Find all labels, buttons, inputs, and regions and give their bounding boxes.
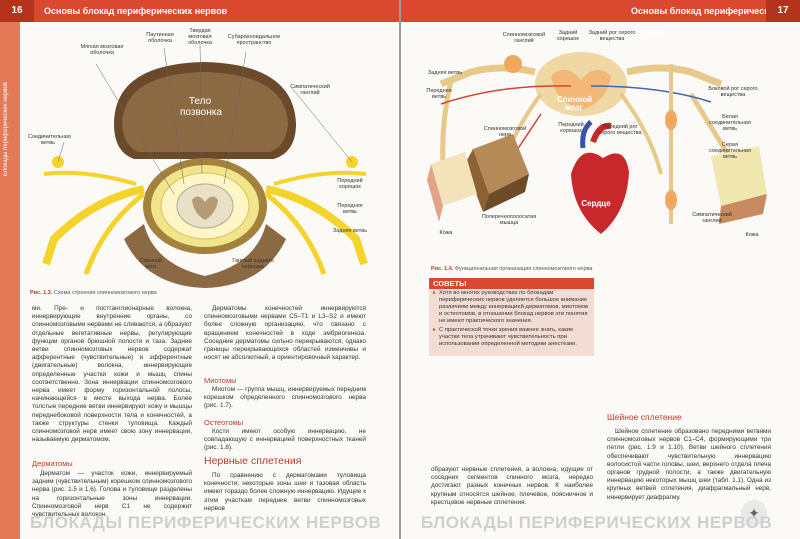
left-column-2b: Миотом — группа мышц, иннервируемых пере… (204, 386, 366, 412)
left-header-bar: 16 Основы блокад периферических нервов (0, 0, 399, 22)
page-number: 17 (766, 0, 800, 22)
caption-number: Рис. 1.3. (30, 290, 53, 296)
paragraph: Миотом — группа мышц, иннервируемых пере… (204, 386, 366, 410)
header-title: Основы блокад периферических нервов (44, 6, 228, 16)
label-subarach: Субарахноидальное пространство (227, 34, 281, 46)
left-column-1: ми. Пре- и постганглионарные волокна, ин… (32, 305, 192, 445)
label-posterior-root-ganglion: Ганглий заднего корешка (232, 258, 274, 270)
left-page: 16 Основы блокад периферических нервов Б… (0, 0, 399, 539)
label-dura: Твердая мозговая оболочка (188, 28, 212, 46)
page-number: 16 (0, 0, 34, 22)
label-striated: Поперечнополосатая мышца (481, 214, 537, 226)
label-posterior-root: Задний корешок (557, 30, 579, 42)
paragraph: образуют нервные сплетения, а волокна, и… (431, 466, 593, 506)
label-anterior-root: Передний корешок (337, 178, 363, 190)
header-title: Основы блокад периферических нервов (631, 6, 780, 38)
left-column-2: Дерматомы конечностей иннервируются спин… (204, 305, 366, 363)
subheading-myotomes: Миотомы (204, 376, 237, 385)
label-pia: Мягкая мозговая оболочка (80, 44, 124, 56)
figure-caption: Рис. 1.4. Функциональная организация спи… (431, 266, 592, 272)
paragraph: Дерматомы конечностей иннервируются спин… (204, 305, 366, 362)
label-body: Тело позвонка (180, 96, 222, 118)
caption-text: Схема строения спинномозгового нерва (53, 290, 157, 296)
paragraph: ми. Пре- и постганглионарные волокна, ин… (32, 305, 192, 444)
caption-text: Функциональная организация спинномозгово… (454, 266, 593, 272)
label-heart: Сердце (581, 199, 611, 208)
label-sympathetic: Симпатический ганглий (290, 84, 330, 96)
label-spinal-cord: Спинной мозг (139, 258, 163, 270)
left-column-2d: По сравнению с дерматомами туловища коне… (204, 472, 366, 514)
tip-item: Хотя во многих руководствах по блокадам … (429, 289, 594, 326)
label-skin-right: Кожа (745, 232, 759, 238)
figure-caption: Рис. 1.3. Схема строения спинномозгового… (30, 290, 157, 296)
label-sn-nerve: Спинномозговой нерв (483, 126, 527, 138)
right-header-bar: Основы блокад периферических нервов 17 (401, 0, 800, 38)
right-page: Основы блокад периферических нервов 17 (401, 0, 800, 539)
paragraph: Шейное сплетение образовано передними ве… (607, 428, 771, 501)
right-column-2: Шейное сплетение образовано передними ве… (607, 428, 771, 503)
side-tab: Блокады периферических нервов (0, 22, 20, 539)
label-spinal-cord: Спинной мозг (557, 95, 592, 112)
label-white-ramus: Белая соединительная ветвь (709, 114, 751, 132)
label-anterior-root: Передний корешок (558, 122, 584, 134)
label-spinal-ganglion: Спинномозговой ганглий (502, 32, 546, 44)
subheading-dermatomes: Дерматомы (32, 459, 73, 468)
right-column-1: образуют нервные сплетения, а волокна, и… (431, 466, 593, 508)
footer-title: БЛОКАДЫ ПЕРИФЕРИЧЕСКИХ НЕРВОВ (30, 513, 382, 532)
label-symp-ganglion: Симпатический ганглий (692, 212, 732, 224)
paragraph: Кости имеют особую иннервацию, не совпад… (204, 428, 366, 452)
label-anterior-branch: Передняя ветвь (337, 203, 363, 215)
tips-heading: СОВЕТЫ (429, 278, 594, 289)
tips-box: СОВЕТЫ Хотя во многих руководствах по бл… (429, 278, 594, 356)
vertebra-figure (24, 24, 394, 288)
section-heading-plexus: Нервные сплетения (204, 455, 302, 467)
caption-number: Рис. 1.4. (431, 266, 454, 272)
tip-item: С практической точки зрения важнее знать… (429, 326, 594, 349)
label-anterior-branch: Передняя ветвь (426, 88, 452, 100)
label-grey-ramus: Серая соединительная ветвь (709, 142, 751, 160)
label-connecting: Соединительная ветвь (28, 134, 71, 146)
paragraph: По сравнению с дерматомами туловища коне… (204, 472, 366, 512)
label-arachnoid: Паутинная оболочка (146, 32, 174, 44)
subheading-osteotomes: Остеотомы (204, 418, 244, 427)
label-lateral-horn: Боковой рог серого вещества (708, 86, 758, 98)
label-posterior-branch: Задняя ветвь (427, 70, 463, 76)
book-gutter (399, 0, 401, 539)
label-skin: Кожа (439, 230, 453, 236)
label-posterior-branch: Задняя ветвь (332, 228, 368, 234)
publisher-logo-icon: ✦ (741, 500, 767, 526)
label-anterior-horn: Передний рог серого вещества (598, 124, 642, 136)
section-heading-cervical: Шейное сплетение (607, 412, 682, 422)
side-tab-label: Блокады периферических нервов (3, 82, 9, 177)
left-column-2c: Кости имеют особую иннервацию, не совпад… (204, 428, 366, 454)
label-posterior-horn: Задний рог серого вещества (588, 30, 636, 42)
spinal-nerve-function-figure (427, 52, 767, 234)
paragraph: Дерматом — участок кожи, иннервируемый з… (32, 470, 192, 519)
footer-title: БЛОКАДЫ ПЕРИФЕРИЧЕСКИХ НЕРВОВ (421, 513, 773, 532)
left-column-1b: Дерматом — участок кожи, иннервируемый з… (32, 470, 192, 520)
